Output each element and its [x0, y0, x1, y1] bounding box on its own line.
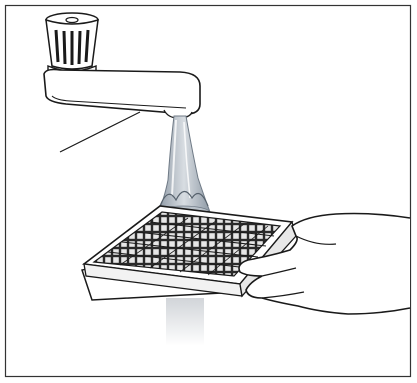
- water-stream-icon: [157, 116, 210, 218]
- drip-shadow: [166, 298, 204, 346]
